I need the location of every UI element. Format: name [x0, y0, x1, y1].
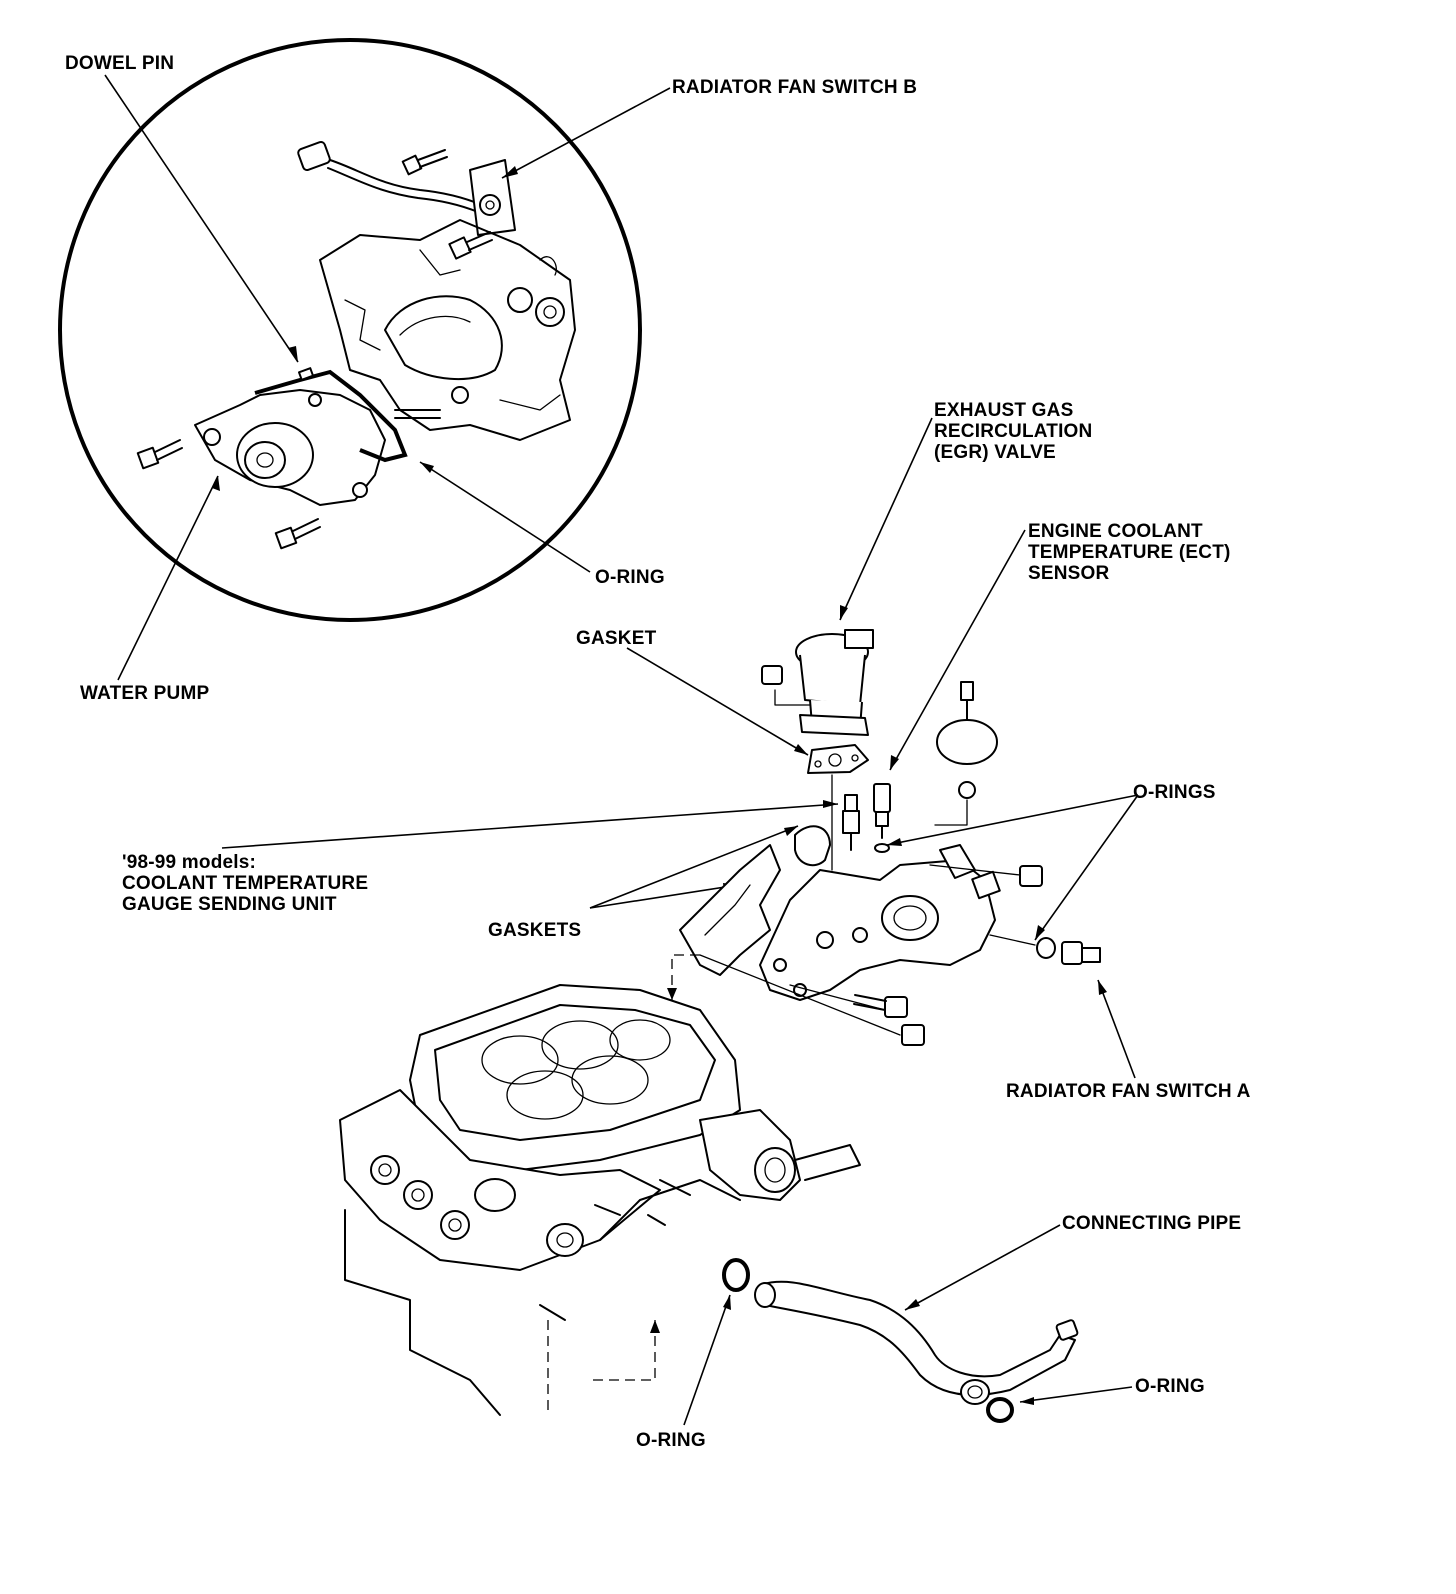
leaders-egr — [627, 418, 932, 755]
connecting-pipe-part — [724, 1260, 1078, 1421]
leaders-ect — [222, 530, 1138, 940]
engine-part — [340, 985, 860, 1415]
label-egr-valve-line-3: (EGR) VALVE — [934, 442, 1056, 463]
detail-circle — [60, 40, 640, 620]
label-water-pump: WATER PUMP — [80, 683, 210, 704]
label-dowel-pin: DOWEL PIN — [65, 53, 175, 74]
thermostat-housing-part — [680, 826, 1100, 1045]
water-pump-part — [138, 368, 405, 548]
label-radiator-fan-switch-a: RADIATOR FAN SWITCH A — [1006, 1081, 1251, 1102]
ect-sensor-part — [843, 682, 997, 852]
label-o-ring-pipe-end: O-RING — [1135, 1376, 1205, 1397]
leaders-detail — [105, 75, 670, 680]
label-gaskets: GASKETS — [488, 920, 582, 941]
label-ect-sensor-line-1: ENGINE COOLANT — [1028, 521, 1203, 542]
label-sending-unit-line-2: COOLANT TEMPERATURE — [122, 873, 369, 894]
label-sending-unit: '98-99 models: COOLANT TEMPERATURE GAUGE… — [122, 852, 368, 915]
label-sending-unit-line-3: GAUGE SENDING UNIT — [122, 894, 337, 915]
label-gasket: GASKET — [576, 628, 657, 649]
label-o-rings: O-RINGS — [1133, 782, 1216, 803]
radiator-fan-switch-b-part — [297, 141, 515, 259]
egr-valve-part — [762, 630, 873, 870]
engine-block-detail — [320, 220, 575, 440]
label-connecting-pipe: CONNECTING PIPE — [1062, 1213, 1242, 1234]
label-egr-valve-line-2: RECIRCULATION — [934, 421, 1093, 442]
leader-switch-a — [1098, 980, 1135, 1078]
label-egr-valve: EXHAUST GAS RECIRCULATION (EGR) VALVE — [934, 400, 1092, 463]
label-ect-sensor-line-2: TEMPERATURE (ECT) — [1028, 542, 1231, 563]
label-sending-unit-line-1: '98-99 models: — [122, 852, 257, 873]
label-radiator-fan-switch-b: RADIATOR FAN SWITCH B — [672, 77, 918, 98]
label-egr-valve-line-1: EXHAUST GAS — [934, 400, 1074, 421]
label-ect-sensor-line-3: SENSOR — [1028, 563, 1110, 584]
reference-arrows — [548, 955, 700, 1415]
label-ect-sensor: ENGINE COOLANT TEMPERATURE (ECT) SENSOR — [1028, 521, 1231, 584]
label-o-ring-engine: O-RING — [636, 1430, 706, 1451]
label-o-ring-pump: O-RING — [595, 567, 665, 588]
leaders-pipe — [684, 1225, 1132, 1425]
